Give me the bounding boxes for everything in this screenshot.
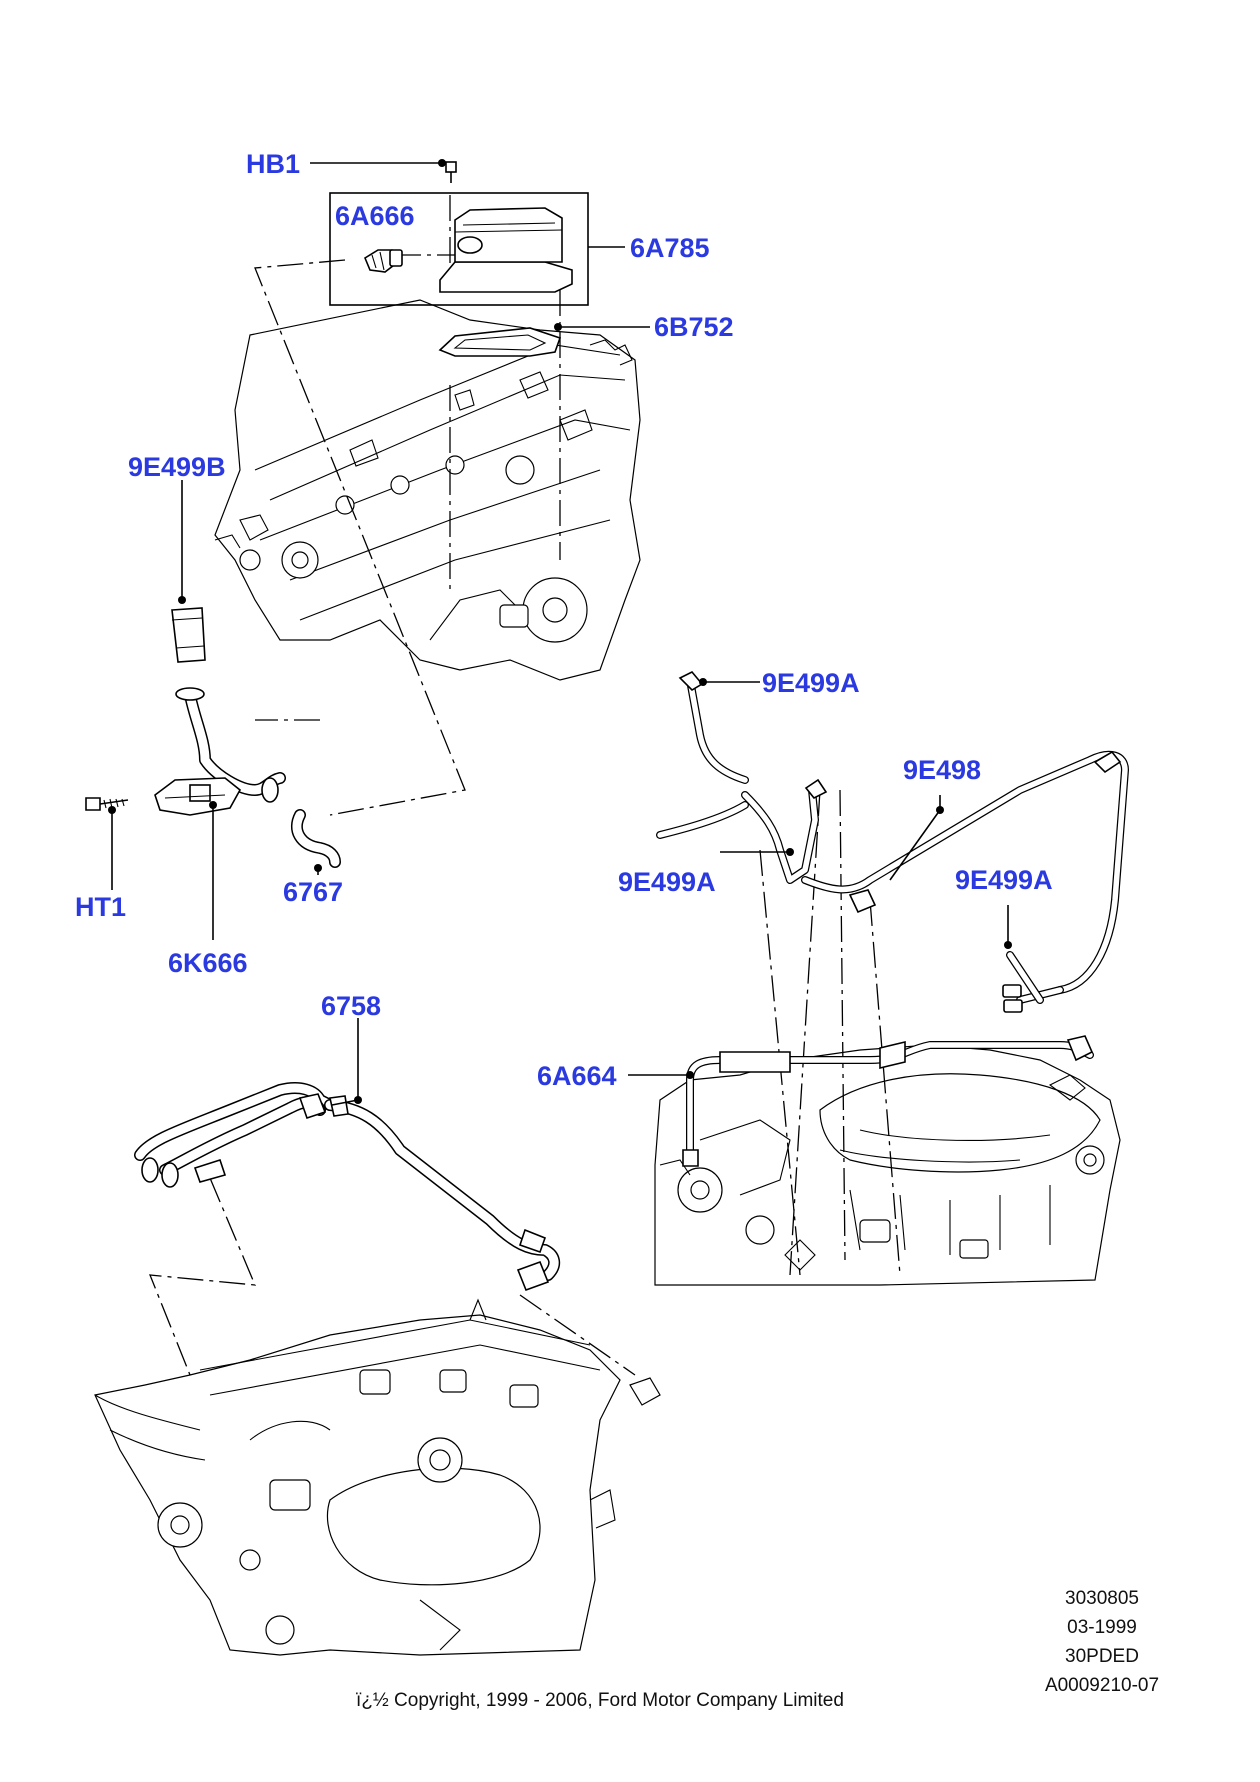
cover-base (439, 261, 573, 293)
hose-9e499b (171, 607, 206, 663)
assembly-centerlines (149, 195, 901, 1376)
callout-9e499a-top: 9E499A (762, 668, 860, 698)
callout-6a666: 6A666 (335, 201, 415, 231)
connector-9e499a-right (1002, 984, 1022, 998)
bolt-hb1 (445, 161, 457, 173)
callout-6k666: 6K666 (168, 948, 248, 978)
callout-9e499b: 9E499B (128, 452, 226, 482)
oil-separator-group (329, 161, 589, 357)
assembly-box (329, 192, 589, 306)
leader-lines (108, 159, 1012, 1106)
vacuum-hose-group (656, 671, 1129, 1013)
callout-hb1: HB1 (246, 149, 300, 179)
callout-6767: 6767 (283, 877, 343, 907)
copyright-notice: ï¿½ Copyright, 1999 - 2006, Ford Motor C… (356, 1690, 844, 1711)
pcv-tube-group (682, 1035, 1094, 1167)
bolt-ht1 (85, 797, 101, 811)
callout-6758: 6758 (321, 991, 381, 1021)
breather-tube-group (85, 607, 341, 868)
drawing-metadata: 3030805 03-1999 30PDED A0009210-07 ï¿½ C… (356, 1588, 1159, 1711)
callout-6b752: 6B752 (654, 312, 734, 342)
callout-6a664: 6A664 (537, 1061, 617, 1091)
engine-front-bottom-drawing (94, 1298, 661, 1656)
callout-labels: HB1 6A666 6A785 6B752 9E499B HT1 6767 6K… (75, 149, 1053, 1091)
tube-end-6a664 (1066, 1035, 1094, 1062)
callout-6a785: 6A785 (630, 233, 710, 263)
engine-block-top-drawing (214, 299, 641, 681)
intake-manifold-right-drawing (654, 1044, 1121, 1286)
callout-ht1: HT1 (75, 892, 126, 922)
oil-separator-cover (454, 207, 563, 263)
drawing-date: 03-1999 (1067, 1617, 1137, 1638)
callout-9e499a-right: 9E499A (955, 865, 1053, 895)
connector-9e498 (848, 889, 877, 914)
drawing-code: 3030805 (1065, 1588, 1139, 1609)
drawing-engine-code: 30PDED (1065, 1646, 1139, 1667)
callout-9e499a-mid: 9E499A (618, 867, 716, 897)
drawing-reference: A0009210-07 (1045, 1675, 1159, 1696)
callout-9e498: 9E498 (903, 755, 981, 785)
connector-6758 (298, 1093, 327, 1120)
gasket (438, 327, 562, 357)
crankcase-vent-hose-group (134, 1082, 561, 1292)
